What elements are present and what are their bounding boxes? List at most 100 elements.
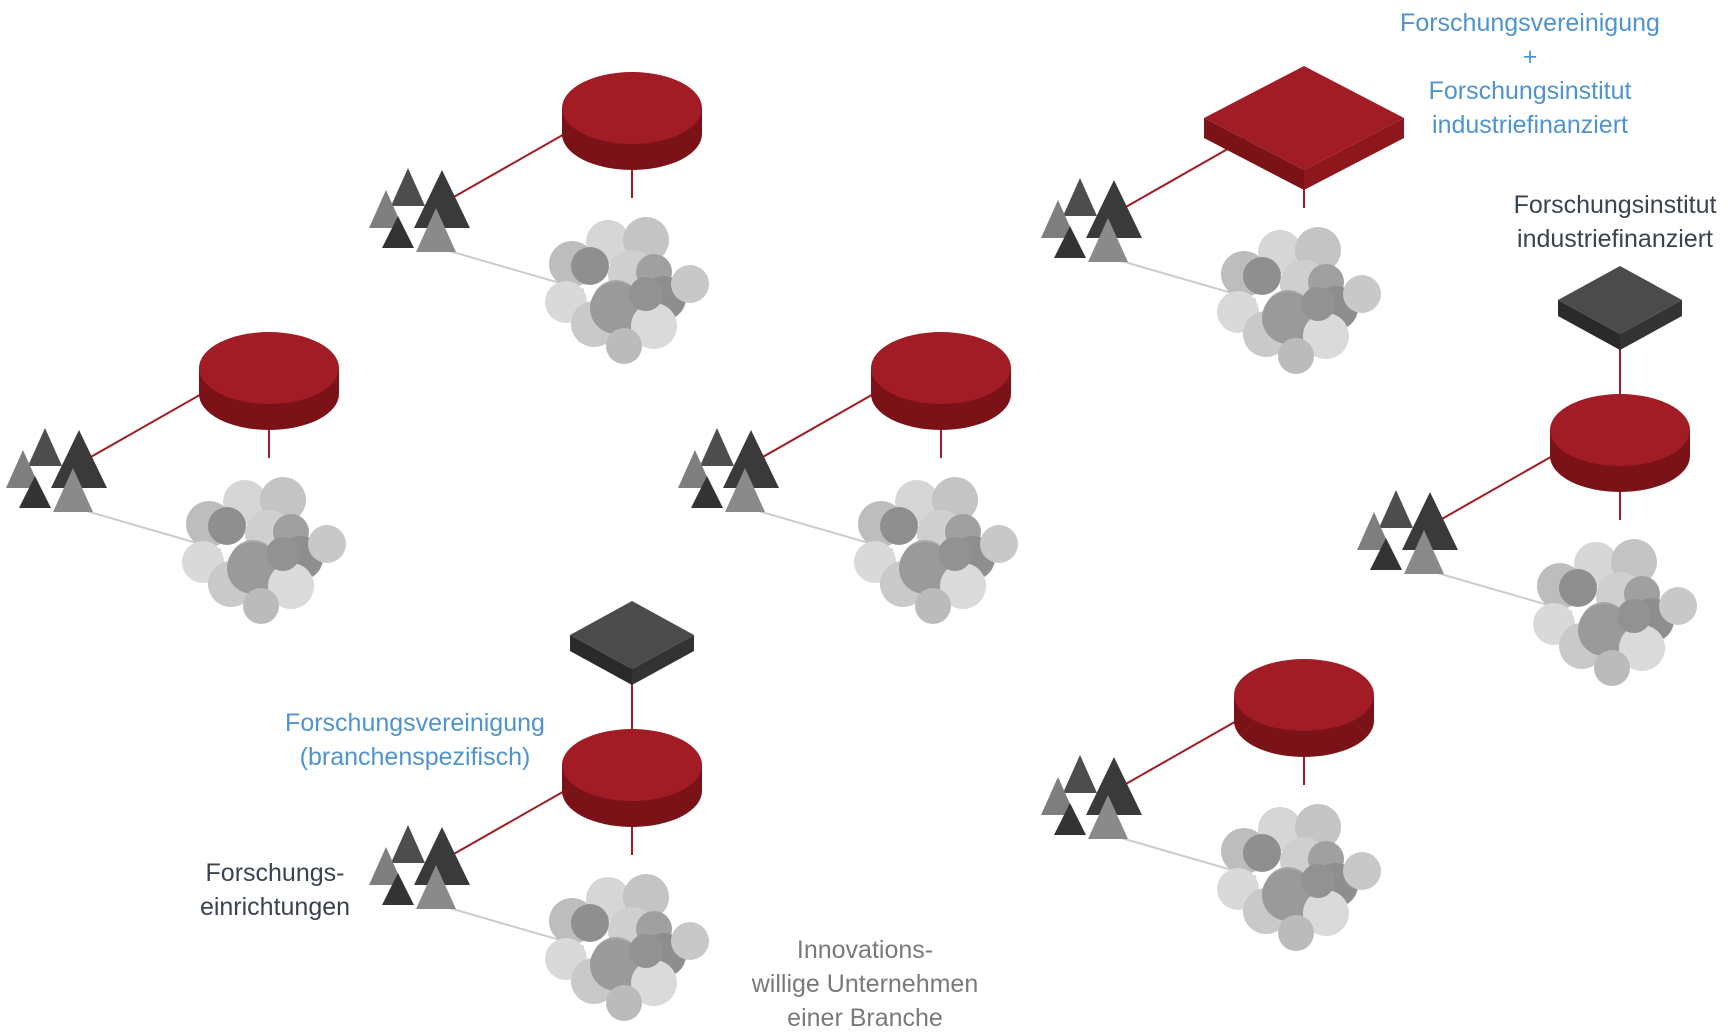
triangle [1086, 757, 1142, 815]
triangle [28, 428, 62, 466]
company-circle [1278, 338, 1314, 374]
company-circle [880, 507, 918, 545]
plate-top [1204, 66, 1404, 170]
disc-top [199, 332, 339, 404]
disc-top [1234, 659, 1374, 731]
triangle [1088, 795, 1128, 839]
company-circle [899, 542, 951, 594]
connector-line [1123, 710, 1255, 786]
triangle [725, 468, 765, 512]
company-circle [1659, 587, 1697, 625]
company-circle [915, 588, 951, 624]
cluster-box-disc [1357, 266, 1697, 686]
connector-line [451, 123, 583, 199]
company-circle [590, 939, 642, 991]
triangle [1379, 490, 1413, 528]
company-circle [1301, 864, 1335, 898]
triangle [1063, 178, 1097, 216]
company-circle [1559, 569, 1597, 607]
label-plus: + [1522, 43, 1538, 71]
connector-line [451, 780, 583, 856]
triangle [391, 168, 425, 206]
triangle [382, 216, 414, 248]
triangle [1041, 200, 1075, 238]
triangle [416, 865, 456, 909]
triangle [700, 428, 734, 466]
company-circle [268, 563, 314, 609]
company-circle [671, 265, 709, 303]
box-left [570, 635, 632, 685]
label-industriefinanziert-right: industriefinanziert [1517, 225, 1713, 253]
disc-top [871, 332, 1011, 404]
label-forschungsinstitut-top: Forschungsinstitut [1428, 77, 1632, 105]
company-circle [571, 247, 609, 285]
company-circle [671, 922, 709, 960]
company-circle [1303, 313, 1349, 359]
company-circle [606, 328, 642, 364]
triangle [678, 450, 712, 488]
cluster-disc [1041, 659, 1381, 951]
triangle [723, 430, 779, 488]
triangle [1054, 803, 1086, 835]
company-circle [1594, 650, 1630, 686]
company-circle [1301, 287, 1335, 321]
cluster-disc [6, 332, 346, 624]
company-circle [1243, 834, 1281, 872]
company-circle [1303, 890, 1349, 936]
triangle [416, 208, 456, 252]
label-forschungsvereinigung: Forschungsvereinigung [285, 709, 545, 737]
disc-top [562, 72, 702, 144]
triangle [53, 468, 93, 512]
triangle [1086, 180, 1142, 238]
triangle [414, 170, 470, 228]
company-circle [1343, 852, 1381, 890]
cluster-square-disc [1041, 66, 1404, 374]
company-circle [631, 303, 677, 349]
cluster-disc [369, 72, 709, 364]
company-circle [1262, 869, 1314, 921]
connector-line [760, 383, 892, 459]
company-circle [938, 537, 972, 571]
company-circle [606, 985, 642, 1021]
disc-top [562, 729, 702, 801]
label-einer-branche: einer Branche [787, 1004, 943, 1032]
box-right [632, 635, 694, 685]
triangle [19, 476, 51, 508]
company-circle [208, 507, 246, 545]
label-industriefinanziert-top: industriefinanziert [1432, 111, 1628, 139]
company-circle [1619, 625, 1665, 671]
company-circle [1343, 275, 1381, 313]
label-willige-unternehmen: willige Unternehmen [751, 970, 979, 998]
company-circle [629, 934, 663, 968]
triangle [51, 430, 107, 488]
triangle [1054, 226, 1086, 258]
connector-line [1439, 445, 1571, 521]
triangle [369, 190, 403, 228]
label-forschungs: Forschungs- [205, 859, 345, 887]
triangle [414, 827, 470, 885]
company-circle [980, 525, 1018, 563]
company-circle [243, 588, 279, 624]
company-circle [590, 282, 642, 334]
triangle [1063, 755, 1097, 793]
triangle [382, 873, 414, 905]
label-einrichtungen: einrichtungen [199, 893, 351, 921]
company-circle [1578, 604, 1630, 656]
triangle [391, 825, 425, 863]
company-circle [1617, 599, 1651, 633]
company-circle [308, 525, 346, 563]
box-right [1620, 300, 1682, 350]
triangle [1404, 530, 1444, 574]
company-circle [1262, 292, 1314, 344]
box-top [1558, 266, 1682, 334]
disc-top [1550, 394, 1690, 466]
company-circle [631, 960, 677, 1006]
connector-line [88, 383, 220, 459]
cluster-disc [678, 332, 1018, 624]
label-innovations: Innovations- [796, 936, 934, 964]
triangle [369, 847, 403, 885]
box-left [1558, 300, 1620, 350]
triangle [6, 450, 40, 488]
company-circle [940, 563, 986, 609]
